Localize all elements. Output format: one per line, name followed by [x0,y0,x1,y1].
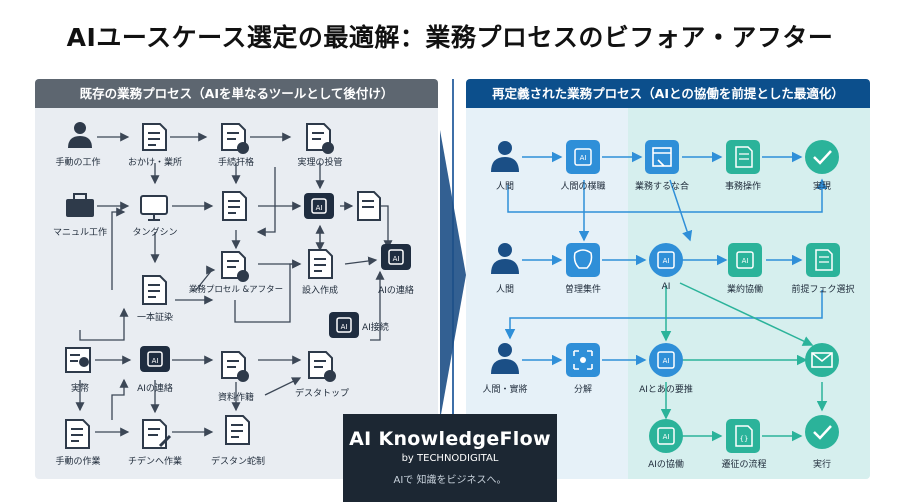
brand-byline: by TECHNODIGITAL [401,453,499,464]
node-label: AIの協働 [648,460,684,470]
svg-text:AI: AI [663,433,670,441]
node-label: 業務プロセル &アフター [188,285,284,295]
briefcase-icon [66,193,94,217]
svg-text:AI: AI [742,257,749,265]
node-label: 業務するな合 [634,182,690,192]
ai-chip-icon: AI [649,343,683,377]
scan-icon [566,343,600,377]
node-label: 業約協働 [726,285,764,295]
node-label: デスタン蛇制 [210,457,266,467]
document-icon [142,123,167,151]
svg-text:AI: AI [393,255,400,263]
node-label: AIの連絡 [378,286,414,296]
monitor-icon [140,195,168,221]
node-label: AIの連絡 [137,384,173,394]
node-label: 人間の樸職 [560,182,606,192]
document-icon [225,415,250,445]
node-label: AI [661,282,671,292]
document-person-icon [65,347,91,373]
document-icon [222,191,247,221]
document-code-icon: {} [726,419,760,453]
node-label: 実行 [812,460,832,470]
document-icon [806,243,840,277]
svg-text:{}: {} [740,435,749,443]
brand-box: AI KnowledgeFlow by TECHNODIGITAL AIで 知識… [343,414,557,502]
node-label: 人間・實將 [482,385,528,395]
node-label: 曽理集件 [564,285,602,295]
node-label: 手動の作業 [55,457,101,467]
brand-tagline: AIで 知識をビジネスへ。 [393,475,507,486]
document-gear-icon [306,123,334,154]
svg-text:AI: AI [663,357,670,365]
node-label: 資料作籍 [217,393,255,403]
node-label: おかけ・業所 [127,158,183,168]
node-label: 設入作成 [301,286,339,296]
brand-name: AI KnowledgeFlow [349,428,551,450]
node-label: デスタトップ [294,389,350,399]
node-label: 前提フェク選択 [791,285,855,295]
transition-chevron [440,130,466,420]
person-icon [491,243,519,274]
node-label: 遷征の流程 [721,460,767,470]
person-icon [68,122,92,148]
calendar-icon [645,140,679,174]
document-gear-icon [221,351,249,382]
ai-chip-icon: AI [329,312,359,338]
after-header: 再定義された業務プロセス（AIとの協働を前提とした最適化） [466,79,870,108]
ai-chip-icon: AI [140,346,170,372]
document-gear-icon [308,351,336,382]
document-edit-icon [142,419,172,449]
svg-text:AI: AI [341,323,348,331]
document-icon [308,249,333,279]
ai-chip-icon: AI [649,419,683,453]
svg-text:AI: AI [316,204,323,212]
before-header: 既存の業務プロセス（AIを単なるツールとして後付け） [35,79,438,108]
mail-icon [805,343,839,377]
node-label: チデンへ作業 [127,457,183,467]
node-label: 手動の工作 [55,158,101,168]
node-label: 手続扞格 [217,158,255,168]
node-label: 一本証染 [136,313,174,323]
node-label: タングシン [132,228,178,238]
ai-chip-icon: AI [728,243,762,277]
svg-text:AI: AI [580,154,587,162]
ai-chip-icon: AI [304,193,334,219]
svg-text:AI: AI [663,257,670,265]
brain-icon [566,243,600,277]
document-icon [65,419,90,449]
document-icon [726,140,760,174]
node-label: 実幣 [70,384,90,394]
node-label: AIとあの要推 [639,385,693,395]
document-gear-icon [221,123,249,154]
node-label: AI接続 [362,323,389,333]
node-label: 実理の投管 [297,158,343,168]
document-icon [357,191,381,221]
check-icon [805,140,839,174]
person-icon [491,141,519,172]
ai-chip-icon: AI [649,243,683,277]
node-label: 事務操作 [724,182,762,192]
ai-chip-icon: AI [381,244,411,270]
document-icon [142,275,167,305]
person-icon [491,343,519,374]
check-icon [805,415,839,449]
node-label: 実現 [812,182,832,192]
node-label: 人間 [495,182,515,192]
document-gear-icon [221,251,249,282]
page-title: AIユースケース選定の最適解：業務プロセスのビフォア・アフター [66,23,834,52]
ai-chip-icon: AI [566,140,600,174]
svg-text:AI: AI [152,357,159,365]
node-label: 人間 [495,285,515,295]
node-label: 分解 [573,385,593,395]
node-label: マニュル工作 [52,228,108,238]
